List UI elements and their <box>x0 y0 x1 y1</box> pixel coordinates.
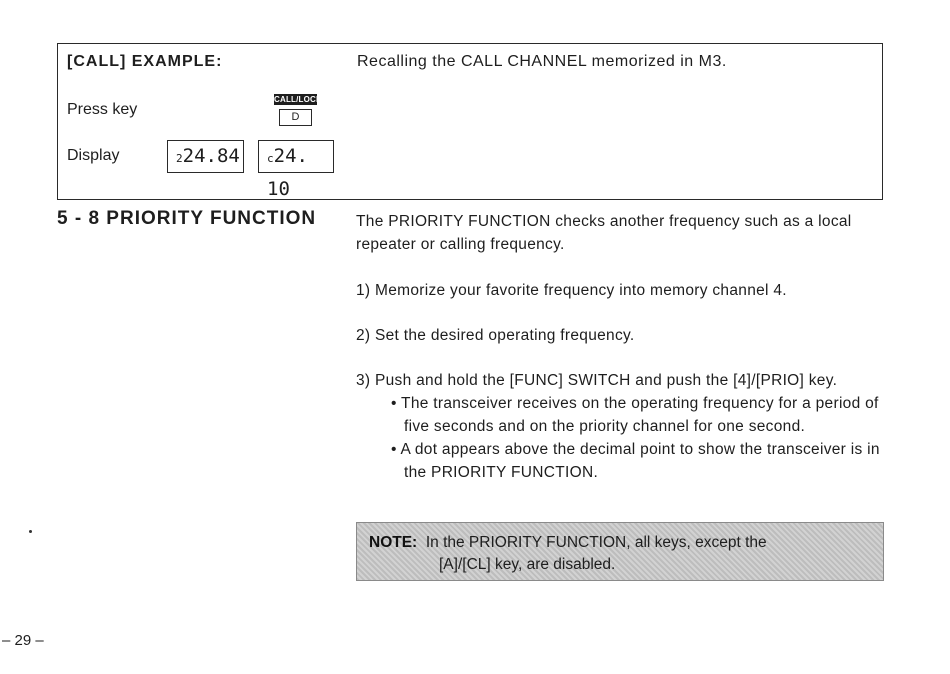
step-3-block: 3) Push and hold the [FUNC] SWITCH and p… <box>356 369 886 484</box>
press-key-label: Press key <box>67 101 138 118</box>
step-3-bullet-1: • The transceiver receives on the operat… <box>391 395 879 435</box>
dust-speck <box>29 530 32 533</box>
page-number: – 29 – <box>2 632 44 649</box>
lcd-before-prefix: 2 <box>176 152 183 165</box>
example-heading: [CALL] EXAMPLE: <box>67 53 223 70</box>
lcd-display-after: c24. 10 <box>258 140 334 200</box>
note-line-1: NOTE: In the PRIORITY FUNCTION, all keys… <box>369 532 875 554</box>
lcd-before-value: 24.84 <box>182 145 240 167</box>
step-1: 1) Memorize your favorite frequency into… <box>356 282 787 299</box>
note-text-1: In the PRIORITY FUNCTION, all keys, exce… <box>425 534 767 551</box>
lcd-after-prefix: c <box>267 152 274 165</box>
example-description: Recalling the CALL CHANNEL memorized in … <box>357 53 727 70</box>
step-2: 2) Set the desired operating frequency. <box>356 327 635 344</box>
call-lock-key-icon: D <box>279 109 312 126</box>
note-text-2: [A]/[CL] key, are disabled. <box>439 556 616 573</box>
note-label: NOTE: <box>369 534 418 551</box>
call-example-box: [CALL] EXAMPLE: Recalling the CALL CHANN… <box>57 43 883 200</box>
step-3: 3) Push and hold the [FUNC] SWITCH and p… <box>356 372 838 389</box>
section-heading: 5 - 8 PRIORITY FUNCTION <box>57 208 317 229</box>
display-label: Display <box>67 147 120 164</box>
step-3-bullet-2: • A dot appears above the decimal point … <box>391 441 880 481</box>
call-lock-key-label: CALL/LOCK <box>274 94 323 105</box>
section-intro: The PRIORITY FUNCTION checks another fre… <box>356 213 852 253</box>
lcd-display-before: 224.84 <box>167 140 244 173</box>
note-box: NOTE: In the PRIORITY FUNCTION, all keys… <box>356 522 884 581</box>
lcd-after-value: 24. 10 <box>267 145 308 200</box>
